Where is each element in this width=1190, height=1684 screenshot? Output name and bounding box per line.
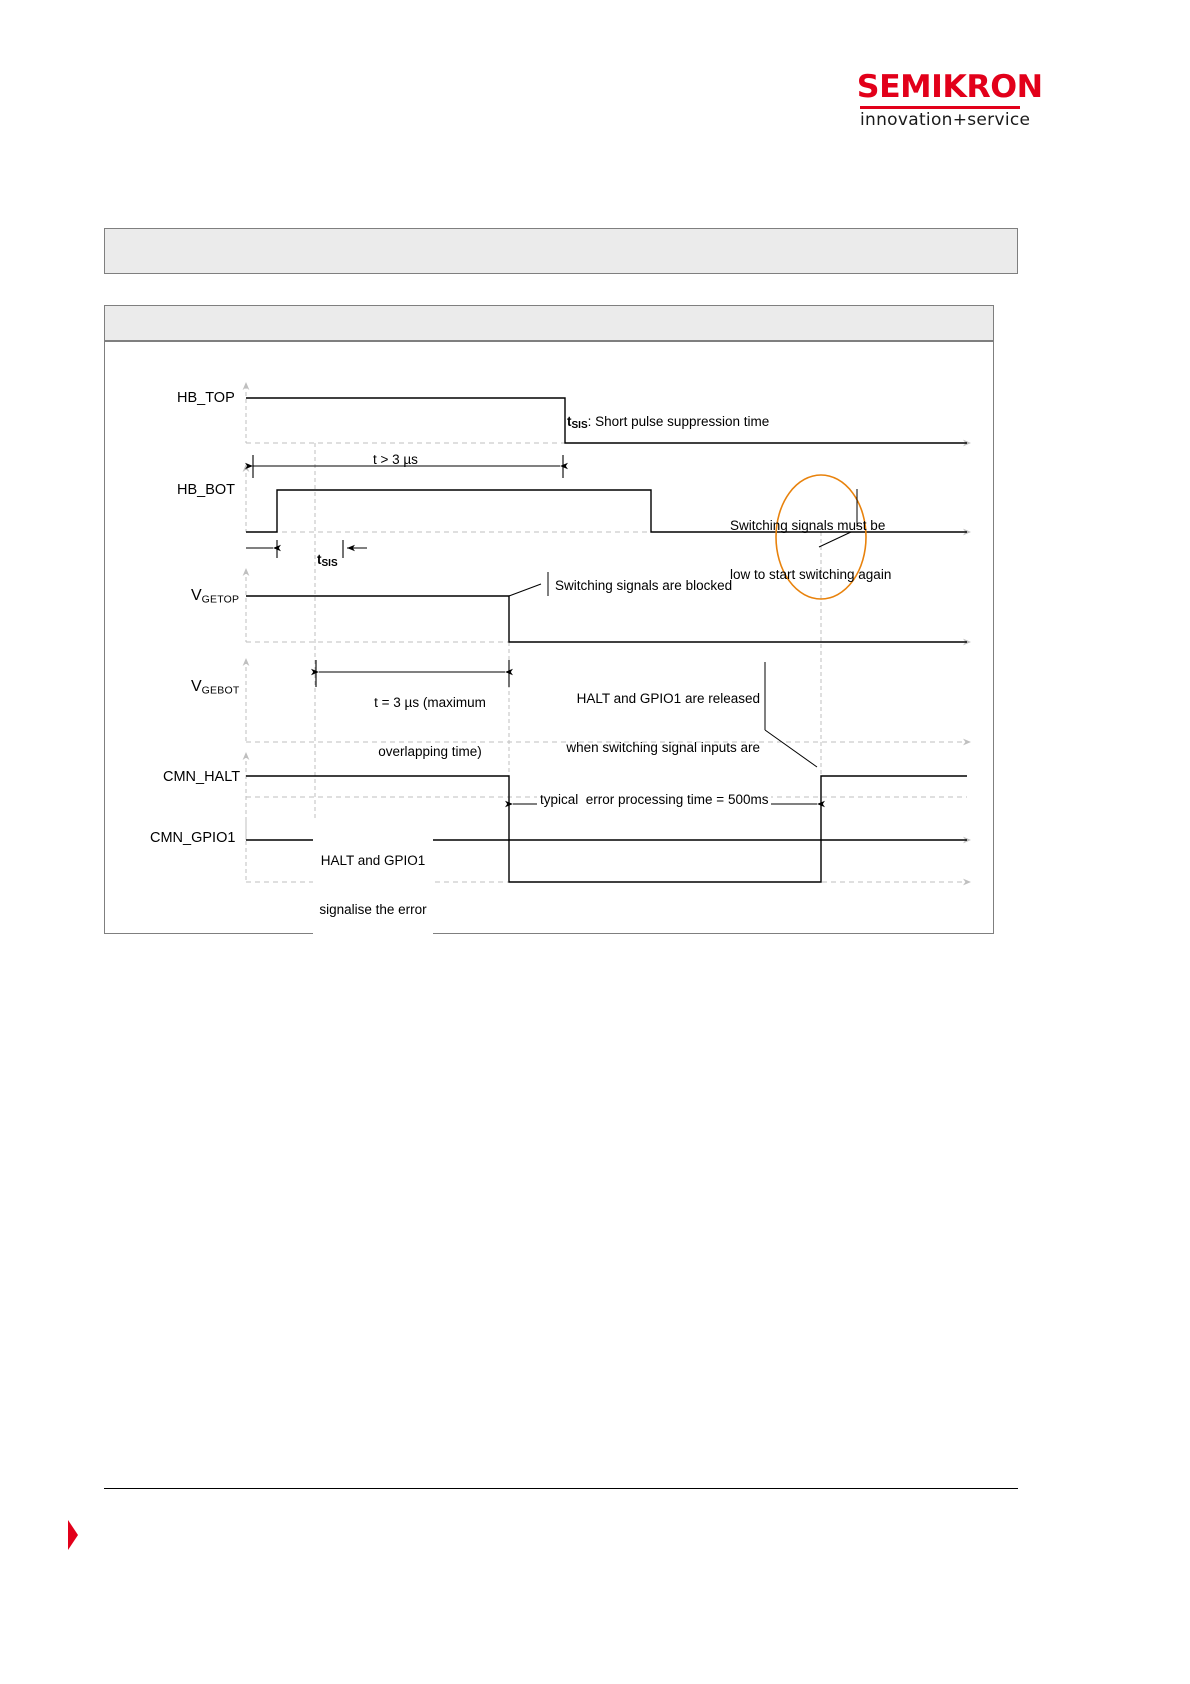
annotation-signals-blocked: Switching signals are blocked bbox=[555, 578, 733, 593]
logo-wordmark: SEMIKRON bbox=[856, 69, 1043, 105]
annotation-error-processing-time: typical error processing time = 500ms bbox=[537, 792, 772, 809]
dim-t-gt-3us bbox=[245, 455, 568, 478]
signal-label-cmn-halt: CMN_HALT bbox=[163, 769, 241, 785]
dim-overlap bbox=[311, 660, 513, 687]
annotation-halt-signalise: HALT and GPIO1 signalise the error bbox=[313, 820, 433, 952]
dim-t-sis bbox=[246, 540, 367, 558]
trace-hb-top bbox=[246, 397, 967, 444]
signal-label-vge-bot: VGEBOT bbox=[191, 678, 240, 697]
annotation-line: HALT and GPIO1 are released bbox=[576, 690, 760, 706]
annotation-line: signalise the error bbox=[319, 902, 427, 918]
logo-tagline: innovation+service bbox=[860, 110, 1031, 130]
signal-label-hb-bot: HB_BOT bbox=[177, 482, 236, 498]
leader-signals-low bbox=[818, 489, 858, 548]
section-title-bar bbox=[104, 228, 1018, 274]
timing-diagram: HB_TOP HB_BOT VGETOP VGEBOT CMN_HALT CMN… bbox=[105, 342, 995, 952]
annotation-overlap-time: t = 3 µs (maximum overlapping time) bbox=[350, 662, 510, 794]
annotation-halt-released: HALT and GPIO1 are released when switchi… bbox=[545, 658, 760, 839]
trace-cmn-gpio1 bbox=[246, 839, 967, 883]
annotation-t-greater-3us: t > 3 µs bbox=[373, 452, 418, 467]
signal-label-vge-top: VGETOP bbox=[191, 587, 240, 606]
footer-divider bbox=[104, 1488, 1018, 1489]
logo-underline bbox=[860, 106, 1020, 109]
annotation-line: t = 3 µs (maximum bbox=[374, 694, 486, 710]
annotation-line: when switching signal inputs are bbox=[566, 740, 760, 756]
baseline-arrowheads bbox=[963, 439, 971, 886]
signal-label-cmn-gpio1: CMN_GPIO1 bbox=[150, 830, 236, 846]
axis-arrowheads bbox=[242, 382, 250, 760]
annotation-line: low to start switching again bbox=[730, 567, 892, 583]
trace-hb-bot bbox=[246, 489, 967, 533]
annotation-t-sis: tSIS bbox=[317, 552, 338, 570]
annotation-signals-must-be-low: Switching signals must be low to start s… bbox=[730, 485, 891, 617]
trace-vge-top bbox=[246, 595, 967, 643]
leader-blocked bbox=[508, 572, 549, 597]
annotation-t-sis-legend: tSIS: Short pulse suppression time bbox=[567, 414, 770, 432]
figure-container: HB_TOP HB_BOT VGETOP VGEBOT CMN_HALT CMN… bbox=[104, 341, 995, 952]
footer-page-marker bbox=[68, 1520, 84, 1550]
highlight-ellipse bbox=[775, 474, 867, 600]
annotation-line: Switching signals must be bbox=[730, 517, 886, 533]
figure-caption-bar bbox=[104, 305, 994, 341]
annotation-line: HALT and GPIO1 bbox=[320, 852, 426, 868]
leader-released bbox=[764, 662, 818, 768]
trace-cmn-halt bbox=[246, 775, 967, 841]
semikron-logo: SEMIKRON innovation+service bbox=[856, 69, 1043, 130]
annotation-line: overlapping time) bbox=[378, 744, 482, 760]
signal-label-hb-top: HB_TOP bbox=[177, 390, 235, 406]
